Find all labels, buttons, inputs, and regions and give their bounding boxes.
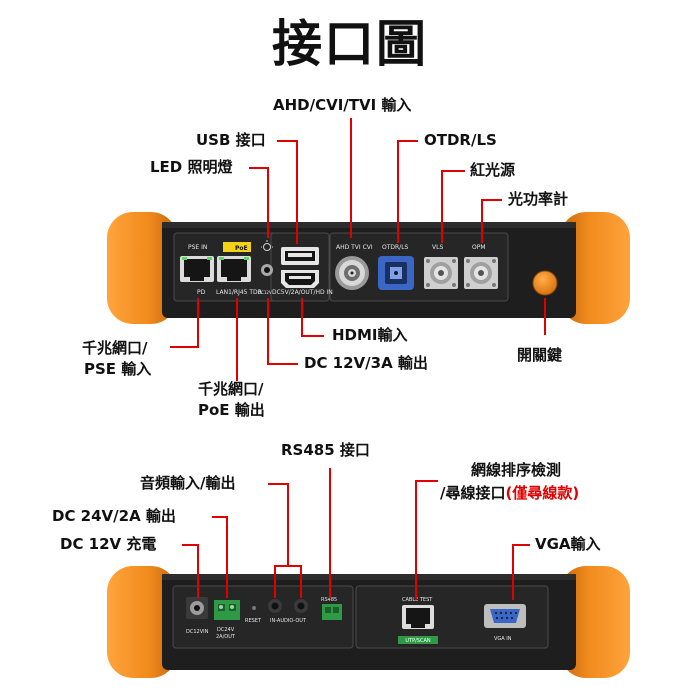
callout-usb: USB 接口 [196, 131, 266, 149]
audio-out-jack [294, 599, 308, 613]
callout-cable-line2-prefix: /尋線接口 [440, 484, 506, 502]
top-device: PSE IN PoE PD LAN1/RJ45 TDR DC5V/2A/OUT/… [107, 212, 630, 324]
dc24v-terminal [214, 600, 240, 620]
callout-audio: 音頻輸入/輸出 [140, 474, 236, 492]
top-left-bumper [107, 212, 177, 324]
opm-fc-port [464, 257, 498, 289]
callout-poe-line2: PoE 輸出 [198, 401, 265, 419]
silk-reset: RESET [245, 618, 262, 624]
leader-led [249, 167, 269, 238]
leader-cable [415, 480, 438, 600]
callout-poe-line1: 千兆網口/ [198, 380, 264, 398]
leader-opm [481, 199, 502, 243]
callout-cable-line2: /尋線接口(僅尋線款) [440, 484, 579, 503]
silk-vga-in: VGA IN [494, 636, 512, 642]
dc-out-jack [261, 264, 273, 276]
callout-pse-line1: 千兆網口/ [82, 339, 148, 357]
otdr-sc-port [378, 256, 414, 290]
silk-lan: LAN1/RJ45 TDR [216, 289, 262, 296]
callout-red-light: 紅光源 [470, 161, 516, 179]
silk-dc12v: DC12V [258, 290, 272, 295]
usb-port [281, 247, 319, 265]
callout-cable-line2-red: (僅尋線款) [505, 484, 580, 502]
cable-test-port [402, 605, 434, 629]
leader-audio [268, 483, 289, 566]
leader-dc24 [212, 516, 228, 598]
callout-hdmi: HDMI輸入 [332, 326, 408, 344]
page-title: 接口圖 [272, 15, 428, 73]
top-right-bumper [560, 212, 630, 324]
vga-port [484, 604, 526, 628]
leader-otdr [397, 140, 418, 243]
led-light [261, 240, 273, 251]
leader-vga [512, 544, 530, 600]
silk-pse-in: PSE IN [188, 244, 207, 251]
callout-dc12-charge: DC 12V 充電 [60, 535, 157, 553]
rs485-terminal [322, 604, 342, 620]
callout-dc-out: DC 12V/3A 輸出 [304, 354, 428, 372]
silk-cable-test: CABLE TEST [402, 597, 433, 603]
dc12v-charge-jack [186, 597, 208, 619]
callout-rs485: RS485 接口 [281, 441, 370, 459]
silk-ahd: AHD TVI CVI [336, 244, 373, 251]
callout-ahd: AHD/CVI/TVI 輸入 [273, 96, 412, 114]
callout-otdr: OTDR/LS [424, 131, 497, 149]
bottom-device: DC12VIN DC24V 2A/OUT RESET IN-AUDIO-OUT … [107, 566, 630, 678]
leader-dc12-charge [182, 544, 199, 598]
silk-audio: IN-AUDIO-OUT [270, 618, 307, 624]
leader-red-light [441, 170, 465, 243]
silk-dc24v-2: 2A/OUT [216, 634, 236, 640]
reset-hole [252, 606, 256, 610]
callout-led: LED 照明燈 [150, 158, 233, 176]
silk-rs485: RS485 [321, 597, 337, 603]
silk-vls: VLS [432, 244, 443, 251]
bottom-right-panel [355, 585, 549, 649]
leader-pse [170, 298, 199, 348]
leader-hdmi [301, 298, 324, 337]
callout-cable-line1: 網線排序檢測 [471, 461, 562, 479]
silk-pd: PD [197, 289, 206, 296]
video-optic-panel [329, 232, 509, 302]
silk-dc24v-1: DC24V [217, 627, 235, 633]
bottom-leader-lines [182, 468, 530, 600]
vls-fc-port [424, 257, 458, 289]
silk-utp-scan: UTP/SCAN [405, 638, 430, 644]
silk-otdr: OTDR/LS [382, 244, 409, 251]
poe-badge [223, 242, 251, 252]
silk-opm: OPM [472, 244, 486, 251]
top-leader-lines [170, 118, 546, 381]
bottom-right-bumper [560, 566, 630, 678]
leader-dc-out [267, 298, 298, 365]
leader-usb [277, 140, 298, 244]
callout-power: 開關鍵 [517, 346, 563, 364]
rj45-pse-port [180, 256, 214, 282]
bottom-left-bumper [107, 566, 177, 678]
audio-in-jack [268, 599, 282, 613]
silk-dc12vin: DC12VIN [186, 629, 209, 635]
rj45-poe-port [217, 256, 251, 282]
silk-poe: PoE [235, 245, 248, 252]
bnc-port [335, 256, 369, 290]
callout-pse-line2: PSE 輸入 [84, 360, 152, 378]
callout-vga: VGA輸入 [535, 535, 601, 553]
callout-opm: 光功率計 [508, 190, 569, 208]
callout-dc24: DC 24V/2A 輸出 [52, 507, 176, 525]
silk-dc-hd: DC5V/2A/OUT/HD IN [272, 289, 333, 296]
hdmi-port [281, 270, 319, 288]
utp-scan-badge [398, 636, 438, 644]
leader-audio-fork [274, 565, 302, 598]
power-button [532, 270, 558, 296]
